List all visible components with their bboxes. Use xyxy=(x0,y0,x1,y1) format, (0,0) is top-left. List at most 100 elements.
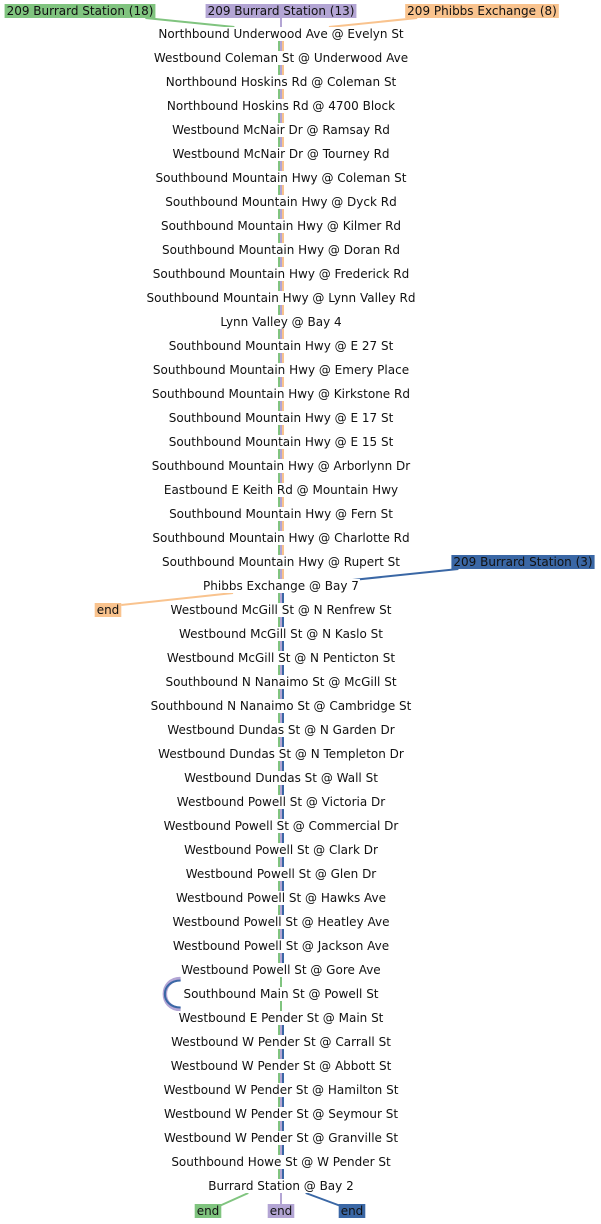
stop-label: Northbound Hoskins Rd @ 4700 Block xyxy=(167,99,395,113)
stop-label-bg xyxy=(167,411,395,425)
stop-label-bg xyxy=(162,1083,400,1097)
stop-label-bg xyxy=(182,987,380,1001)
connector-blue-end xyxy=(305,1192,342,1207)
stop-label: Southbound Mountain Hwy @ Doran Rd xyxy=(162,243,400,257)
route-trunk-lines xyxy=(278,41,284,1179)
end-badge-green-bg xyxy=(194,1204,222,1218)
route-badge-purple-bg xyxy=(205,4,357,18)
stop-label-bg xyxy=(167,339,395,353)
stop-label-bg xyxy=(151,267,411,281)
stop-label-bg xyxy=(150,459,412,473)
stop-label: Westbound Powell St @ Victoria Dr xyxy=(177,795,385,809)
stop-label: Westbound McNair Dr @ Tourney Rd xyxy=(172,147,389,161)
stop-label: Westbound Dundas St @ Wall St xyxy=(184,771,378,785)
stop-label-bg xyxy=(164,675,398,689)
stop-label: Southbound Mountain Hwy @ Coleman St xyxy=(156,171,407,185)
connector-orange-start xyxy=(328,17,418,28)
stop-label-bg xyxy=(207,1179,355,1193)
route-badge-purple-text: 209 Burrard Station (13) xyxy=(208,4,355,18)
stop-label-bg xyxy=(202,579,360,593)
stop-label: Westbound W Pender St @ Seymour St xyxy=(164,1107,398,1121)
end-badge-blue-text: end xyxy=(341,1204,364,1218)
end-badge-orange-text: end xyxy=(97,603,120,617)
stop-label-bg xyxy=(151,363,411,377)
end-badge-purple-text: end xyxy=(270,1204,293,1218)
detour-loop-purple xyxy=(162,976,181,1012)
connector-green-end xyxy=(218,1192,249,1207)
route-badges: 209 Burrard Station (18) 209 Burrard Stat… xyxy=(4,4,595,1218)
route-badge-orange-bg xyxy=(405,4,559,18)
stop-label: Westbound Powell St @ Hawks Ave xyxy=(176,891,386,905)
route-badge-orange: 209 Phibbs Exchange (8) xyxy=(405,4,559,18)
stop-label-bg xyxy=(184,867,378,881)
stop-label: Lynn Valley @ Bay 4 xyxy=(220,315,341,329)
stop-label-bg xyxy=(162,1107,400,1121)
stop-label: Southbound Mountain Hwy @ Arborlynn Dr xyxy=(152,459,411,473)
stop-label: Southbound Main St @ Powell St xyxy=(183,987,378,1001)
stop-label-bg xyxy=(171,915,391,929)
stop-label-bg xyxy=(219,315,343,329)
detour-loop-blue xyxy=(164,979,181,1009)
stop-label-bg xyxy=(154,171,408,185)
stop-label: Westbound Powell St @ Commercial Dr xyxy=(164,819,399,833)
stop-label: Southbound Mountain Hwy @ Kilmer Rd xyxy=(161,219,401,233)
stop-label: Southbound Mountain Hwy @ Charlotte Rd xyxy=(152,531,409,545)
route-badge-green: 209 Burrard Station (18) xyxy=(4,4,156,18)
stop-label: Westbound Powell St @ Clark Dr xyxy=(184,843,378,857)
stop-label: Westbound W Pender St @ Abbott St xyxy=(171,1059,392,1073)
stop-label: Westbound W Pender St @ Hamilton St xyxy=(164,1083,399,1097)
stop-label: Westbound W Pender St @ Carrall St xyxy=(171,1035,391,1049)
stop-label: Westbound Powell St @ Gore Ave xyxy=(181,963,380,977)
stop-labels: Northbound Underwood Ave @ Evelyn St West… xyxy=(145,27,417,1193)
stop-label-bg xyxy=(170,1035,393,1049)
route-badge-green-text: 209 Burrard Station (18) xyxy=(7,4,154,18)
stop-label-bg xyxy=(160,243,402,257)
stop-label-bg xyxy=(170,1155,392,1169)
stop-label-bg xyxy=(157,27,405,41)
stop-label-bg xyxy=(167,435,395,449)
end-badge-purple: end xyxy=(267,1204,295,1218)
stop-label-bg xyxy=(165,99,397,113)
route-connectors xyxy=(121,17,459,1207)
stop-label: Eastbound E Keith Rd @ Mountain Hwy xyxy=(164,483,398,497)
stop-label: Westbound McGill St @ N Kaslo St xyxy=(179,627,383,641)
stop-label-bg xyxy=(165,651,397,665)
end-badge-blue: end xyxy=(338,1204,366,1218)
stop-label-bg xyxy=(159,219,403,233)
connector-green-start xyxy=(145,17,235,28)
stop-label: Southbound Howe St @ W Pender St xyxy=(171,1155,391,1169)
stop-label: Westbound Powell St @ Heatley Ave xyxy=(173,915,390,929)
end-badge-blue-bg xyxy=(338,1204,366,1218)
stop-label-bg xyxy=(152,51,410,65)
stop-label-bg xyxy=(162,819,400,833)
stop-label: Southbound Mountain Hwy @ Kirkstone Rd xyxy=(152,387,410,401)
stop-label: Westbound Powell St @ Glen Dr xyxy=(186,867,377,881)
stop-label: Northbound Underwood Ave @ Evelyn St xyxy=(158,27,404,41)
stop-label-bg xyxy=(145,291,417,305)
stop-label: Southbound Mountain Hwy @ Lynn Valley Rd xyxy=(146,291,415,305)
stop-label: Westbound McGill St @ N Renfrew St xyxy=(171,603,392,617)
stop-label-bg xyxy=(151,531,411,545)
route-badge-green-bg xyxy=(4,4,156,18)
stop-label-bg xyxy=(164,195,398,209)
stop-label-bg xyxy=(178,627,385,641)
stop-label: Westbound Dundas St @ N Templeton Dr xyxy=(158,747,404,761)
stop-label: Phibbs Exchange @ Bay 7 xyxy=(203,579,359,593)
stop-label-bg xyxy=(157,747,405,761)
stop-label-bg xyxy=(169,1059,393,1073)
end-badge-green-text: end xyxy=(197,1204,220,1218)
stop-label: Westbound Dundas St @ N Garden Dr xyxy=(167,723,394,737)
stop-label-bg xyxy=(183,771,380,785)
stop-label-bg xyxy=(183,843,379,857)
stop-label-bg xyxy=(180,963,382,977)
stop-label: Southbound Mountain Hwy @ E 15 St xyxy=(169,435,394,449)
stop-label: Burrard Station @ Bay 2 xyxy=(208,1179,353,1193)
stop-label: Northbound Hoskins Rd @ Coleman St xyxy=(166,75,397,89)
stop-label: Westbound McNair Dr @ Ramsay Rd xyxy=(172,123,390,137)
stop-label: Southbound Mountain Hwy @ Emery Place xyxy=(153,363,409,377)
stop-label: Southbound N Nanaimo St @ Cambridge St xyxy=(151,699,412,713)
stop-label: Southbound Mountain Hwy @ Fern St xyxy=(169,507,393,521)
end-badge-purple-bg xyxy=(267,1204,295,1218)
end-badge-green: end xyxy=(194,1204,222,1218)
end-badge-orange-bg xyxy=(94,603,122,617)
